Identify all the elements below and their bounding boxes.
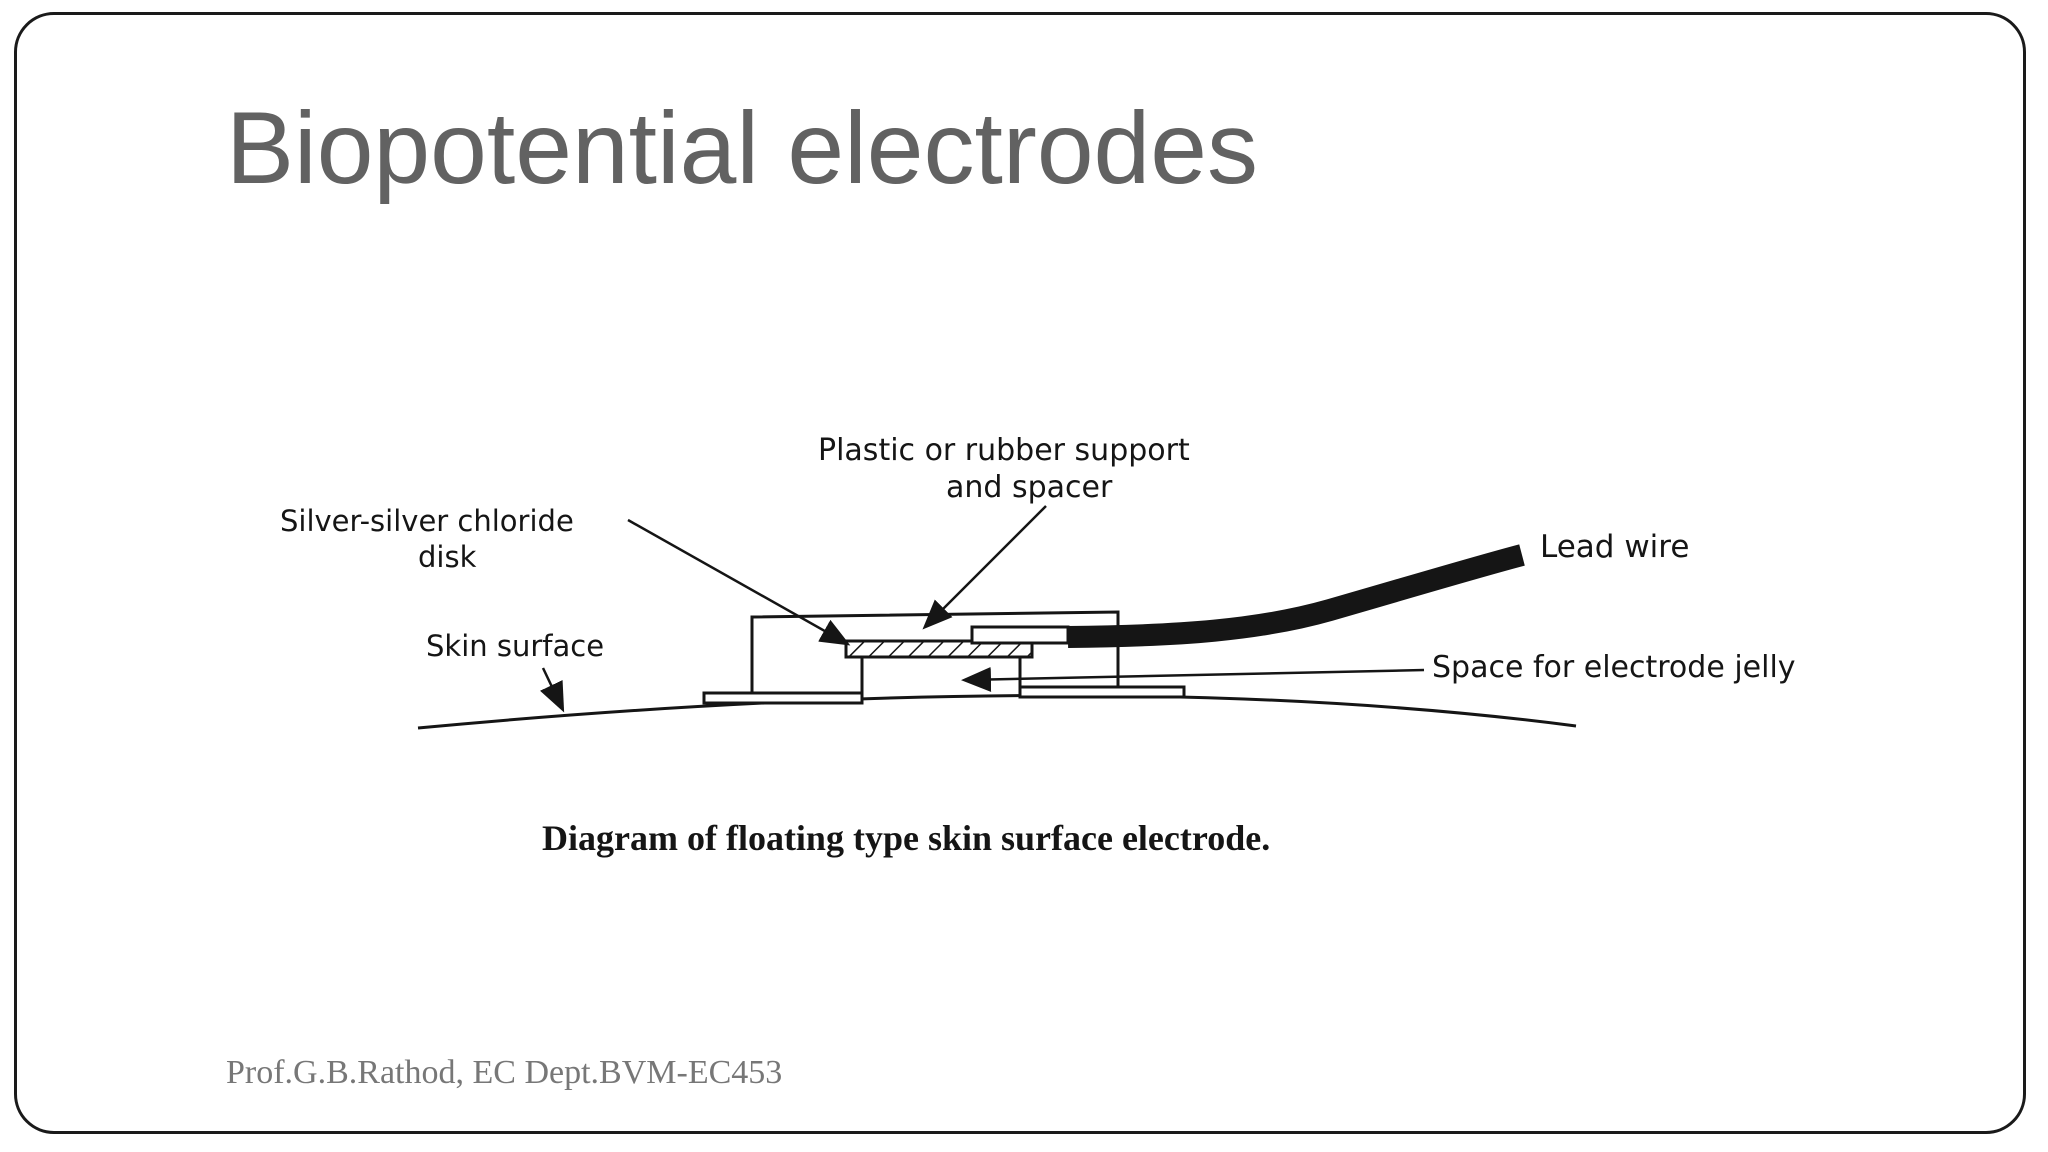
label-disk-line1: Silver-silver chloride [280, 504, 574, 538]
label-electrode-jelly: Space for electrode jelly [1432, 650, 1796, 685]
leader-skin [539, 667, 565, 713]
slide-title: Biopotential electrodes [226, 91, 1259, 205]
label-support-line1: Plastic or rubber support [818, 433, 1190, 468]
slide-footer: Prof.G.B.Rathod, EC Dept.BVM-EC453 [226, 1054, 783, 1091]
label-lead-wire: Lead wire [1540, 529, 1689, 565]
lead-wire [1067, 544, 1525, 648]
right-flange [1018, 685, 1186, 699]
silver-chloride-disk [844, 639, 1034, 659]
label-support-line2: and spacer [946, 470, 1113, 505]
label-disk-line2: disk [418, 540, 477, 574]
leader-support [922, 505, 1047, 630]
slide-frame [14, 12, 2026, 1134]
left-flange [702, 691, 864, 705]
leader-jelly [961, 666, 1425, 692]
label-skin-surface: Skin surface [426, 629, 604, 663]
leader-disk [627, 518, 851, 646]
lead-connector [970, 625, 1070, 645]
skin-surface-curve [417, 693, 1577, 730]
diagram-caption: Diagram of floating type skin surface el… [542, 818, 1270, 858]
